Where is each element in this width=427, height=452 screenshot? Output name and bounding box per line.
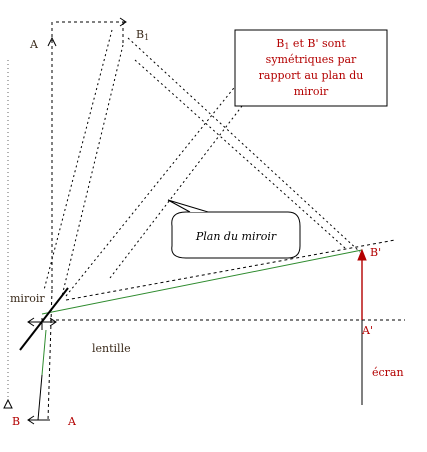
callout-pointer [167, 199, 209, 213]
bottom-object-arrowhead [27, 415, 35, 425]
label-B-bottom: B [12, 415, 20, 428]
mirror-line [19, 287, 69, 351]
ray-dashed-1 [43, 29, 113, 291]
note-line-2: symétriques par [266, 53, 357, 66]
label-B-prime: B' [370, 246, 381, 259]
ray-dashed-2 [61, 44, 124, 297]
ray-dashed-mirror-2 [109, 79, 263, 279]
callout-text: Plan du miroir [195, 230, 277, 243]
note-line-1: B1 et B' sont [276, 37, 346, 51]
mirror-plane-line [65, 239, 396, 301]
left-edge-arrow [3, 398, 13, 409]
label-ecran: écran [372, 366, 404, 379]
label-miroir: miroir [10, 292, 45, 305]
label-A-bottom: A [67, 415, 77, 428]
ray-dashed-b1-bprime-2 [134, 59, 346, 249]
note-line-4: miroir [294, 85, 329, 98]
label-A-top: A [29, 38, 39, 51]
label-A-prime: A' [361, 324, 373, 337]
object-dashed-vertical-2 [47, 289, 53, 421]
label-lentille: lentille [92, 342, 131, 355]
lower-ray-black [37, 374, 43, 421]
note-box [234, 29, 388, 107]
b1-arrowhead [119, 17, 127, 27]
lower-ray-green [41, 329, 47, 376]
green-ray [41, 249, 363, 315]
object-arrowhead-top [47, 36, 57, 47]
label-B1: B1 [136, 28, 149, 42]
callout-bubble [171, 211, 301, 259]
ray-dashed-mirror-1 [65, 67, 251, 297]
image-arrowhead [357, 248, 367, 261]
note-line-3: rapport au plan du [259, 69, 364, 82]
